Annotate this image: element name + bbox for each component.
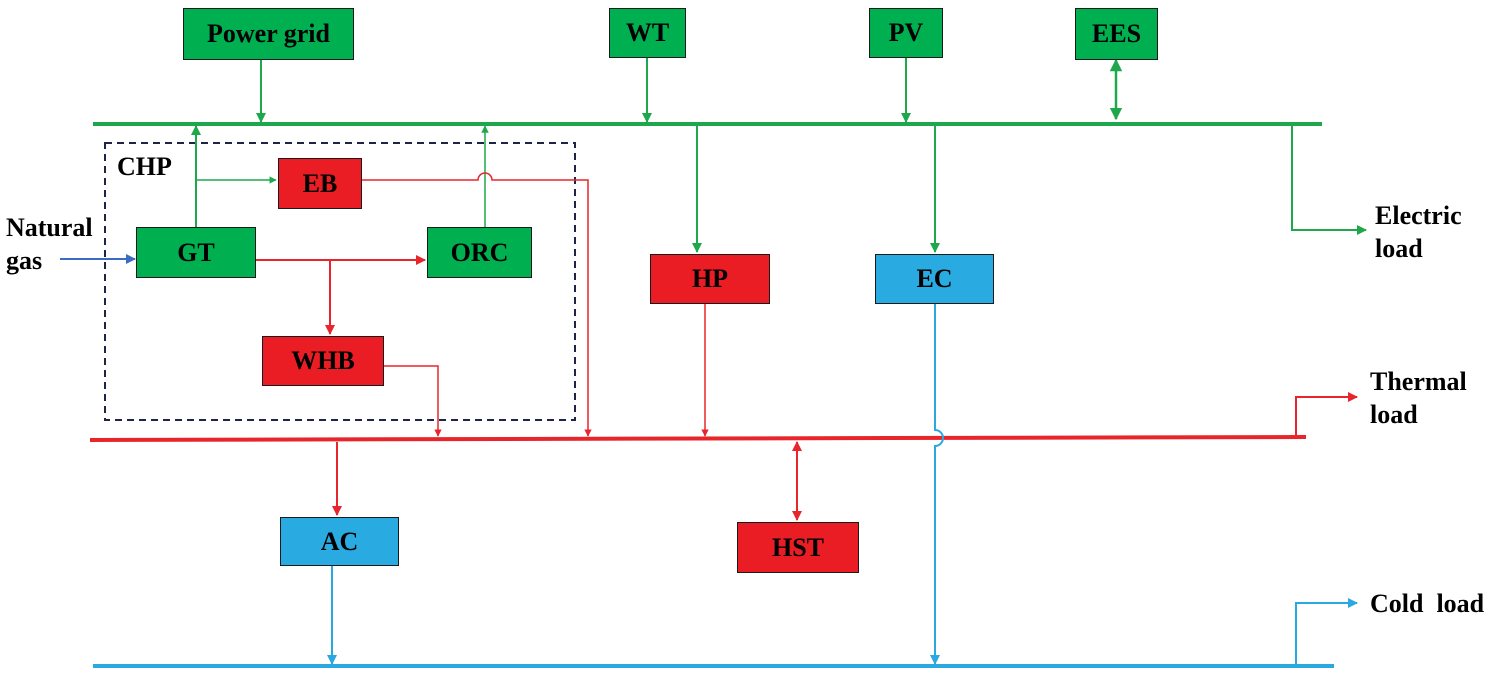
electric-load-line2: load bbox=[1375, 234, 1423, 263]
hp-box: HP bbox=[650, 254, 770, 304]
chp-frame bbox=[104, 142, 576, 421]
whb-to-thermal-bus bbox=[384, 365, 442, 437]
ec-to-cold-bus bbox=[930, 304, 944, 665]
bus-to-electric-load bbox=[1291, 126, 1367, 235]
thermal-bus bbox=[89, 435, 1307, 442]
natural-gas-label: Natural gas bbox=[6, 211, 93, 277]
thermal-load-line1: Thermal bbox=[1370, 367, 1467, 396]
hst-box: HST bbox=[737, 522, 859, 573]
orc-box: ORC bbox=[427, 227, 532, 278]
eb-box: EB bbox=[278, 158, 362, 209]
chp-label: CHP bbox=[117, 152, 172, 181]
cold-load-label: Cold load bbox=[1370, 589, 1485, 618]
eb-to-thermal-bus bbox=[362, 172, 592, 437]
ac-box: AC bbox=[280, 517, 399, 566]
electric-load-line1: Electric bbox=[1375, 201, 1462, 230]
thermal-load-label: Thermal load bbox=[1370, 365, 1467, 431]
whb-box: WHB bbox=[262, 336, 384, 386]
power-grid-box: Power grid bbox=[183, 8, 354, 60]
cold-bus-to-cold-load bbox=[1295, 598, 1358, 666]
thermal-bus-to-thermal-load bbox=[1295, 392, 1358, 437]
ec-box: EC bbox=[875, 254, 994, 304]
natural-gas-line1: Natural bbox=[6, 213, 93, 242]
gt-box: GT bbox=[136, 227, 256, 278]
electric-load-label: Electric load bbox=[1375, 199, 1462, 265]
natural-gas-line2: gas bbox=[6, 246, 43, 275]
pv-box: PV bbox=[869, 8, 943, 58]
ees-box: EES bbox=[1075, 8, 1158, 60]
thermal-load-line2: load bbox=[1370, 400, 1418, 429]
wt-box: WT bbox=[609, 8, 686, 58]
